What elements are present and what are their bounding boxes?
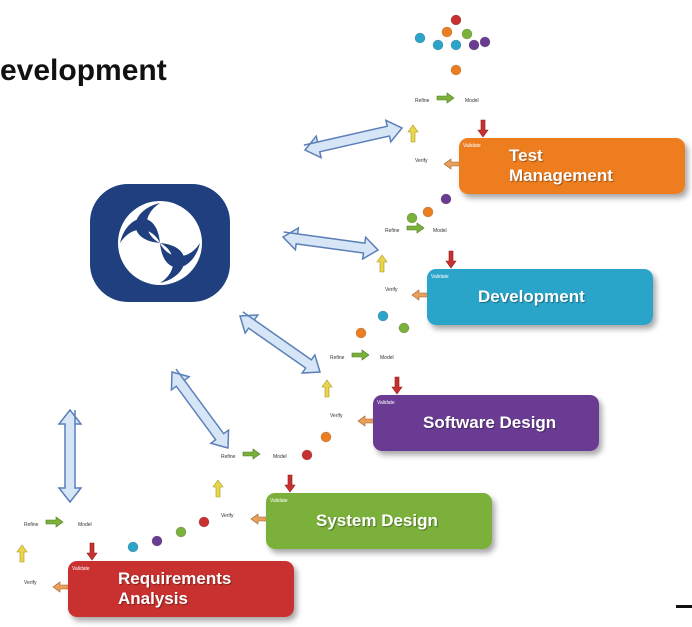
model-arrow-icon [86,542,98,561]
connector-dot [398,322,410,334]
validate-label: Validate [463,143,481,149]
feedback-arrow-icon [303,119,404,159]
up-arrow-icon [321,379,333,398]
model-arrow-icon [445,250,457,269]
connector-dot [414,32,426,44]
connector-dot [432,39,444,51]
connector-dot [406,212,418,224]
validate-label: Validate [377,400,395,406]
feedback-arrow-icon [170,368,230,449]
feedback-arrow-icon [239,311,321,374]
verify-label: Verify [415,158,428,164]
refine-arrow-icon [351,349,370,361]
validate-label: Validate [270,498,288,504]
refine-arrow-icon [436,92,455,104]
validate-label: Validate [72,566,90,572]
divider-line [676,605,692,608]
connector-dot [198,516,210,528]
verify-label: Verify [330,413,343,419]
verify-label: Verify [221,513,234,519]
connector-dot [151,535,163,547]
connector-dot [450,39,462,51]
feedback-arrow-icon [281,226,380,261]
refine-label: Refine [415,98,430,104]
connector-dot [468,39,480,51]
connector-dot [377,310,389,322]
refine-label: Refine [221,454,236,460]
connector-dot [301,449,313,461]
connector-dot [440,193,452,205]
model-label: Model [380,355,394,361]
connector-dot [422,206,434,218]
stage-label-line: Software Design [423,413,557,432]
connector-dot [450,64,462,76]
stage-label-line: Development [478,287,585,306]
up-arrow-icon [376,254,388,273]
stage-label-line: Analysis [118,589,188,608]
connector-dot [355,327,367,339]
stage-label: Development [427,287,585,307]
refine-arrow-icon [406,222,425,234]
refine-label: Refine [385,228,400,234]
page-title: evelopment [0,54,167,87]
model-label: Model [273,454,287,460]
feedback-arrow-icon [57,408,83,504]
up-arrow-icon [16,544,28,563]
model-arrow-icon [391,376,403,395]
connector-dot [441,26,453,38]
up-arrow-icon [212,479,224,498]
refine-label: Refine [330,355,345,361]
stage-label-line: Requirements [118,569,232,588]
validate-label: Validate [431,274,449,280]
connector-dot [127,541,139,553]
up-arrow-icon [407,124,419,143]
refine-label: Refine [24,522,39,528]
stage-label: System Design [266,511,438,531]
refine-arrow-icon [45,516,64,528]
connector-dot [450,14,462,26]
stage-label: Software Design [373,413,556,433]
model-label: Model [78,522,92,528]
stage-label-line: Test [509,146,543,165]
stage-label-line: Management [509,166,613,185]
connector-dot [175,526,187,538]
model-arrow-icon [284,474,296,493]
logo-icon [90,184,230,302]
verify-label: Verify [385,287,398,293]
stage-label-line: System Design [316,511,438,530]
connector-dot [320,431,332,443]
model-label: Model [465,98,479,104]
connector-dot [479,36,491,48]
connector-dot [461,28,473,40]
model-arrow-icon [477,119,489,138]
verify-label: Verify [24,580,37,586]
model-label: Model [433,228,447,234]
refine-arrow-icon [242,448,261,460]
